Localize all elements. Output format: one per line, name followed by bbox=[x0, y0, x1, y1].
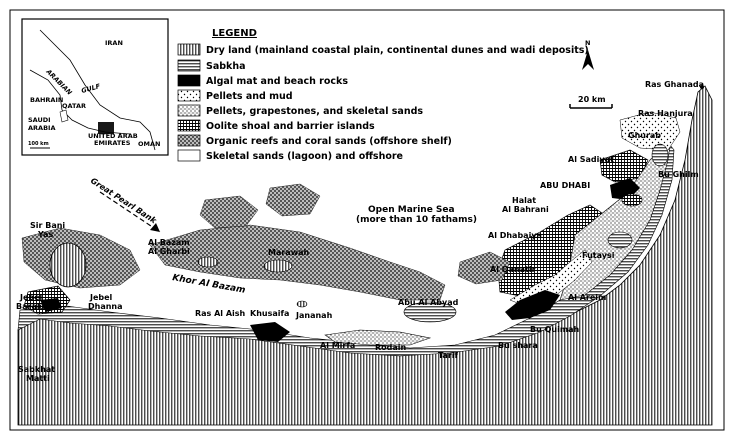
label-marawah: Marawah bbox=[268, 248, 309, 257]
label-halat: Halat bbox=[512, 196, 536, 205]
legend: LEGEND Dry land (mainland coastal plain,… bbox=[177, 28, 589, 162]
label-sabkhat: Sabkhat bbox=[18, 365, 55, 374]
inset-label-saudi: SAUDI bbox=[28, 116, 51, 124]
label-al-gharbi: Al Gharbi bbox=[148, 247, 190, 256]
label-open-marine-depth: (more than 10 fathams) bbox=[356, 215, 477, 225]
inset-label-emirates: EMIRATES bbox=[94, 139, 131, 147]
label-al-bahrani: Al Bahrani bbox=[502, 205, 549, 214]
label-khusaifa: Khusaifa bbox=[250, 309, 289, 318]
label-barakah: Barakah bbox=[16, 302, 54, 311]
label-jananah: Jananah bbox=[295, 311, 333, 320]
legend-label-skeletal: Skeletal sands (lagoon) and offshore bbox=[206, 151, 403, 162]
label-bu-quimah: Bu Quimah bbox=[530, 325, 580, 334]
label-rodain: Rodain bbox=[375, 343, 407, 352]
inset-label-iran: IRAN bbox=[105, 39, 123, 47]
label-al-areim: Al Areim bbox=[568, 293, 606, 302]
label-al-dhabaiya: Al Dhabaiya bbox=[488, 231, 542, 240]
algal-mat-areim bbox=[505, 290, 560, 320]
legend-swatch-oolite bbox=[177, 119, 201, 132]
inset-label-oman: OMAN bbox=[138, 140, 160, 148]
legend-label-dry-land: Dry land (mainland coastal plain, contin… bbox=[206, 45, 589, 56]
label-ghurab: Ghurab bbox=[628, 131, 661, 140]
north-label: N bbox=[585, 39, 590, 47]
legend-label-algal-mat: Algal mat and beach rocks bbox=[206, 76, 348, 87]
khor-al-bazam-lagoon bbox=[90, 285, 340, 322]
label-matti: Matti bbox=[26, 374, 50, 383]
map-frame bbox=[9, 9, 725, 431]
label-jebel-1: Jebel bbox=[19, 293, 43, 302]
label-bu-shara: Bu shara bbox=[498, 341, 538, 350]
label-open-marine-sea: Open Marine Sea bbox=[368, 205, 455, 215]
label-sir-bani: Sir Bani bbox=[30, 221, 65, 230]
legend-swatch-reefs bbox=[177, 134, 201, 147]
label-yas: Yas bbox=[37, 230, 53, 239]
inset-label-arabia: ARABIA bbox=[28, 124, 55, 132]
legend-swatch-pellets-grapestones bbox=[177, 104, 201, 117]
label-ras-al-aish: Ras Al Aish bbox=[195, 309, 246, 318]
inset-label-qatar: QATAR bbox=[62, 102, 86, 110]
inset-scale-label: 100 km bbox=[28, 141, 49, 147]
legend-swatch-algal-mat bbox=[177, 74, 201, 87]
legend-swatch-skeletal bbox=[177, 149, 201, 162]
label-tarif: Tarif bbox=[438, 351, 459, 360]
legend-label-pellets-mud: Pellets and mud bbox=[206, 91, 293, 102]
label-ras-ghanada: Ras Ghanada bbox=[645, 80, 704, 89]
great-pearl-bank-arrow bbox=[99, 191, 161, 233]
label-al-mirfa: Al Mirfa bbox=[320, 341, 355, 350]
label-jebel-2: Jebel bbox=[89, 293, 113, 302]
label-dhanna: Dhanna bbox=[88, 302, 123, 311]
scale-bar: 20 km bbox=[569, 95, 613, 109]
legend-swatch-pellets-mud bbox=[177, 89, 201, 102]
label-al-bazam: Al Bazam bbox=[148, 238, 190, 247]
inset-label-uae: UNITED ARAB bbox=[88, 132, 138, 140]
inset-map: IRAN ARABIAN GULF BAHRAIN QATAR SAUDI AR… bbox=[21, 18, 169, 156]
legend-label-sabkha: Sabkha bbox=[206, 61, 246, 72]
reef-zone-central bbox=[149, 224, 446, 301]
inset-label-bahrain: BAHRAIN bbox=[30, 96, 63, 104]
legend-swatch-sabkha bbox=[177, 59, 201, 72]
north-arrow: N bbox=[582, 39, 594, 70]
legend-label-oolite: Oolite shoal and barrier islands bbox=[206, 121, 375, 132]
label-al-qanatir: Al Qanatir bbox=[490, 265, 536, 274]
label-abu-dhabi: ABU DHABI bbox=[540, 181, 590, 190]
label-abu-al-abyad: Abu Al Abyad bbox=[398, 298, 459, 307]
legend-label-pellets-grapestones: Pellets, grapestones, and skeletal sands bbox=[206, 106, 423, 117]
legend-title: LEGEND bbox=[212, 28, 257, 39]
label-al-sadiyat: Al Sadiyat bbox=[568, 155, 614, 164]
sir-bani-yas-island bbox=[49, 242, 87, 288]
label-bu-ghilm: Bu Ghilm bbox=[658, 170, 699, 179]
scale-label: 20 km bbox=[578, 95, 606, 104]
legend-swatch-dry-land bbox=[177, 43, 201, 56]
legend-label-reefs: Organic reefs and coral sands (offshore … bbox=[206, 136, 452, 147]
label-ras-hanjura: Ras Hanjura bbox=[638, 109, 693, 118]
label-futaysi: Futaysi bbox=[582, 251, 615, 260]
